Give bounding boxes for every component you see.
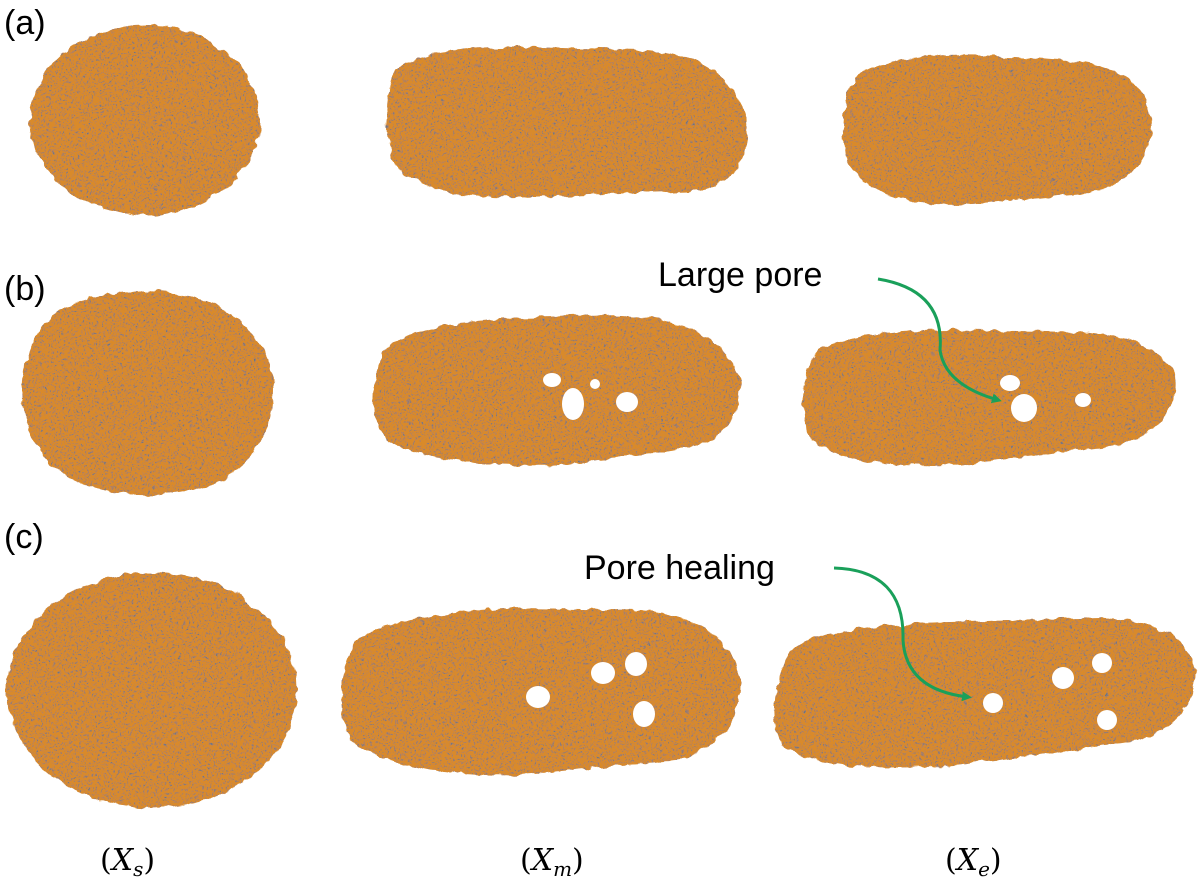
pore: [1075, 393, 1091, 407]
row-b: [21, 290, 1176, 495]
pore: [1097, 710, 1117, 730]
pore: [983, 693, 1003, 713]
vesicle-b-xm: [373, 315, 741, 466]
vesicle-c-xs: [7, 572, 297, 808]
pore: [1052, 667, 1074, 689]
pore: [1000, 375, 1020, 391]
vesicle-b-xs: [21, 290, 274, 495]
column-label-xe: (Xe): [945, 843, 1002, 881]
pore: [590, 379, 600, 389]
panel-label-b: (b): [4, 270, 46, 308]
pore: [1011, 394, 1037, 422]
vesicle-a-xe: [843, 54, 1152, 206]
row-a: [30, 25, 1152, 215]
vesicle-a-xm: [386, 46, 749, 198]
pore: [562, 388, 584, 420]
pore: [591, 662, 615, 684]
vesicle-c-xe: [774, 618, 1195, 768]
pore-healing-arrow: [833, 566, 972, 702]
panel-label-c: (c): [4, 518, 44, 556]
pore: [633, 701, 655, 727]
pores-b: [543, 373, 1091, 422]
row-c: [7, 572, 1195, 808]
pore: [543, 373, 561, 387]
pores-c: [526, 652, 1117, 730]
vesicle-a-xs: [30, 25, 260, 215]
column-label-xs: (Xs): [100, 843, 155, 881]
pore: [526, 686, 550, 708]
panel-label-a: (a): [4, 4, 46, 42]
pore: [616, 392, 638, 412]
pore-healing-label: Pore healing: [584, 549, 775, 587]
pore: [625, 652, 647, 676]
large-pore-label: Large pore: [658, 256, 822, 294]
pore: [1092, 653, 1112, 673]
column-label-xm: (Xm): [520, 843, 584, 881]
large-pore-arrow: [877, 277, 1002, 404]
